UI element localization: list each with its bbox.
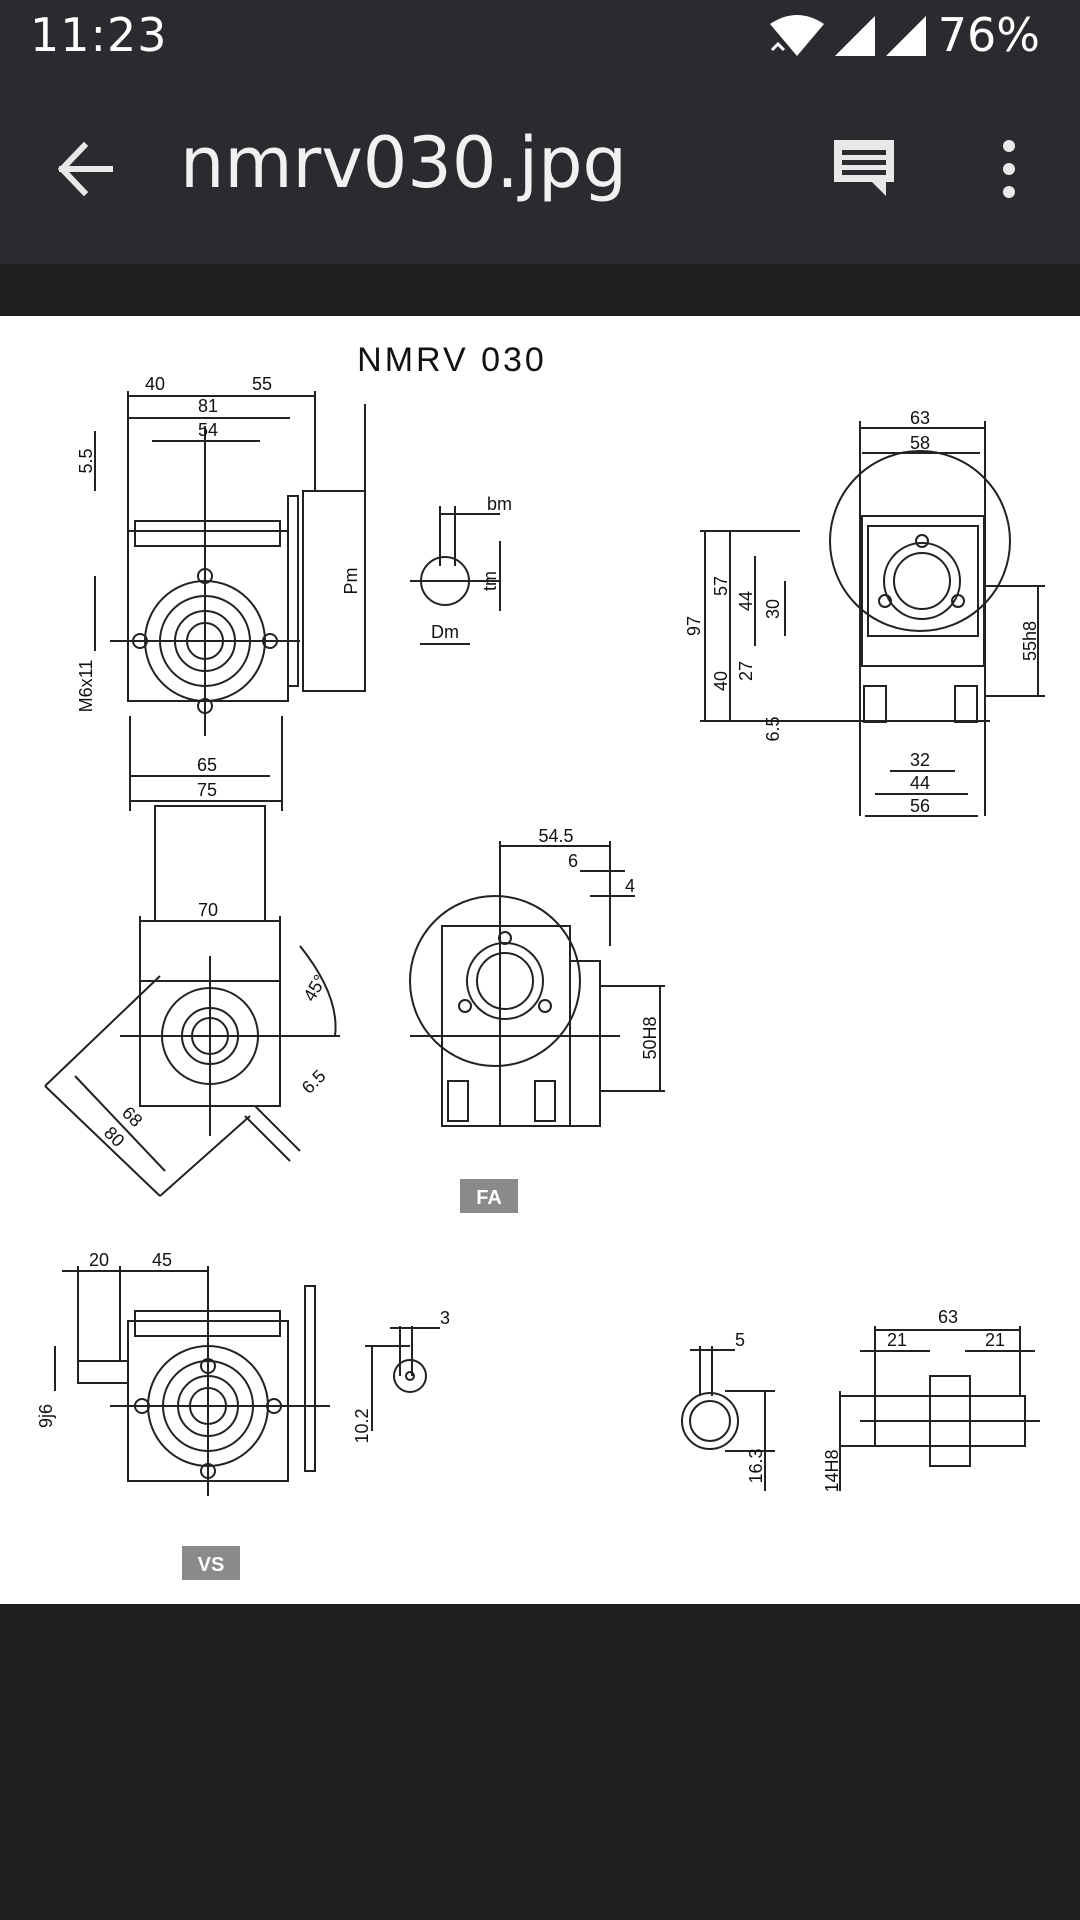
app-bar: nmrv030.jpg [0,72,1080,264]
dim-label: M6x11 [76,660,96,713]
dim-label: 63 [910,408,930,428]
fa-label: FA [476,1187,502,1209]
cell-signal-icon [835,16,875,56]
dim-label: 55 [252,374,272,394]
shaft-key-drawing [410,506,501,645]
dim-label: 58 [910,433,930,453]
cell-signal-icon [886,16,926,56]
dim-label: 44 [910,773,930,793]
hollow-shaft-drawing [681,1326,1040,1491]
page-title: nmrv030.jpg [180,122,627,204]
flange-view-drawing [44,805,340,1197]
front-view-drawing [94,391,366,811]
dim-label: 40 [145,374,165,394]
technical-drawing: NMRV 030 40 55 81 54 5.5 Pm M6x11 65 75 … [36,341,1045,1580]
back-arrow-icon[interactable] [50,134,120,204]
dim-label: 44 [736,591,756,611]
side-view-drawing [700,421,1045,817]
dim-label: 6.5 [763,716,783,741]
dim-label: 10.2 [352,1408,372,1443]
viewer-background-bottom [0,1604,1080,1920]
dim-label: 32 [910,750,930,770]
dim-label: 54 [198,420,218,440]
dim-label: 21 [985,1330,1005,1350]
status-bar: 11:23 76% [0,0,1080,72]
dim-label: 45 [152,1250,172,1270]
dim-label: 5 [735,1330,745,1350]
dim-label: 57 [711,576,731,596]
dim-label: 9j6 [36,1404,56,1428]
comment-icon[interactable] [830,134,898,202]
dim-label: bm [487,494,512,514]
dim-label: 16.3 [746,1448,766,1483]
dim-label: 4 [625,876,635,896]
more-vert-icon[interactable] [984,134,1034,204]
dim-label: 65 [197,755,217,775]
dim-label: 6 [568,851,578,871]
dim-label: 3 [440,1308,450,1328]
dim-label: 75 [197,780,217,800]
dim-label: 63 [938,1307,958,1327]
vs-view-drawing [54,1266,330,1496]
dim-label: 27 [736,661,756,681]
dim-label: 70 [198,900,218,920]
drawing-title: NMRV 030 [357,341,547,379]
battery-level: 76% [937,8,1040,62]
dim-label: tm [480,571,500,591]
wifi-icon [770,15,824,56]
dim-label: 20 [89,1250,109,1270]
dim-label: 30 [763,599,783,619]
dim-label: 97 [684,616,704,636]
dim-label: 6.5 [298,1066,330,1098]
dim-label: 14H8 [822,1449,842,1492]
status-time: 11:23 [30,8,168,62]
dim-label: 50H8 [640,1016,660,1059]
dim-label: 56 [910,796,930,816]
dim-label: 45° [299,971,330,1005]
vs-shaft-key-drawing [365,1326,440,1431]
dim-label: 21 [887,1330,907,1350]
dim-label: 55h8 [1020,621,1040,661]
dim-label: 81 [198,396,218,416]
fa-view-drawing [409,841,665,1127]
dim-label: 5.5 [76,448,96,473]
dim-label: 54.5 [538,826,573,846]
image-viewer[interactable]: NMRV 030 40 55 81 54 5.5 Pm M6x11 65 75 … [0,316,1080,1604]
dim-label: Pm [341,568,361,595]
dim-label: 40 [711,671,731,691]
viewer-background [0,264,1080,316]
vs-label: VS [198,1554,225,1576]
dim-label: Dm [431,622,459,642]
